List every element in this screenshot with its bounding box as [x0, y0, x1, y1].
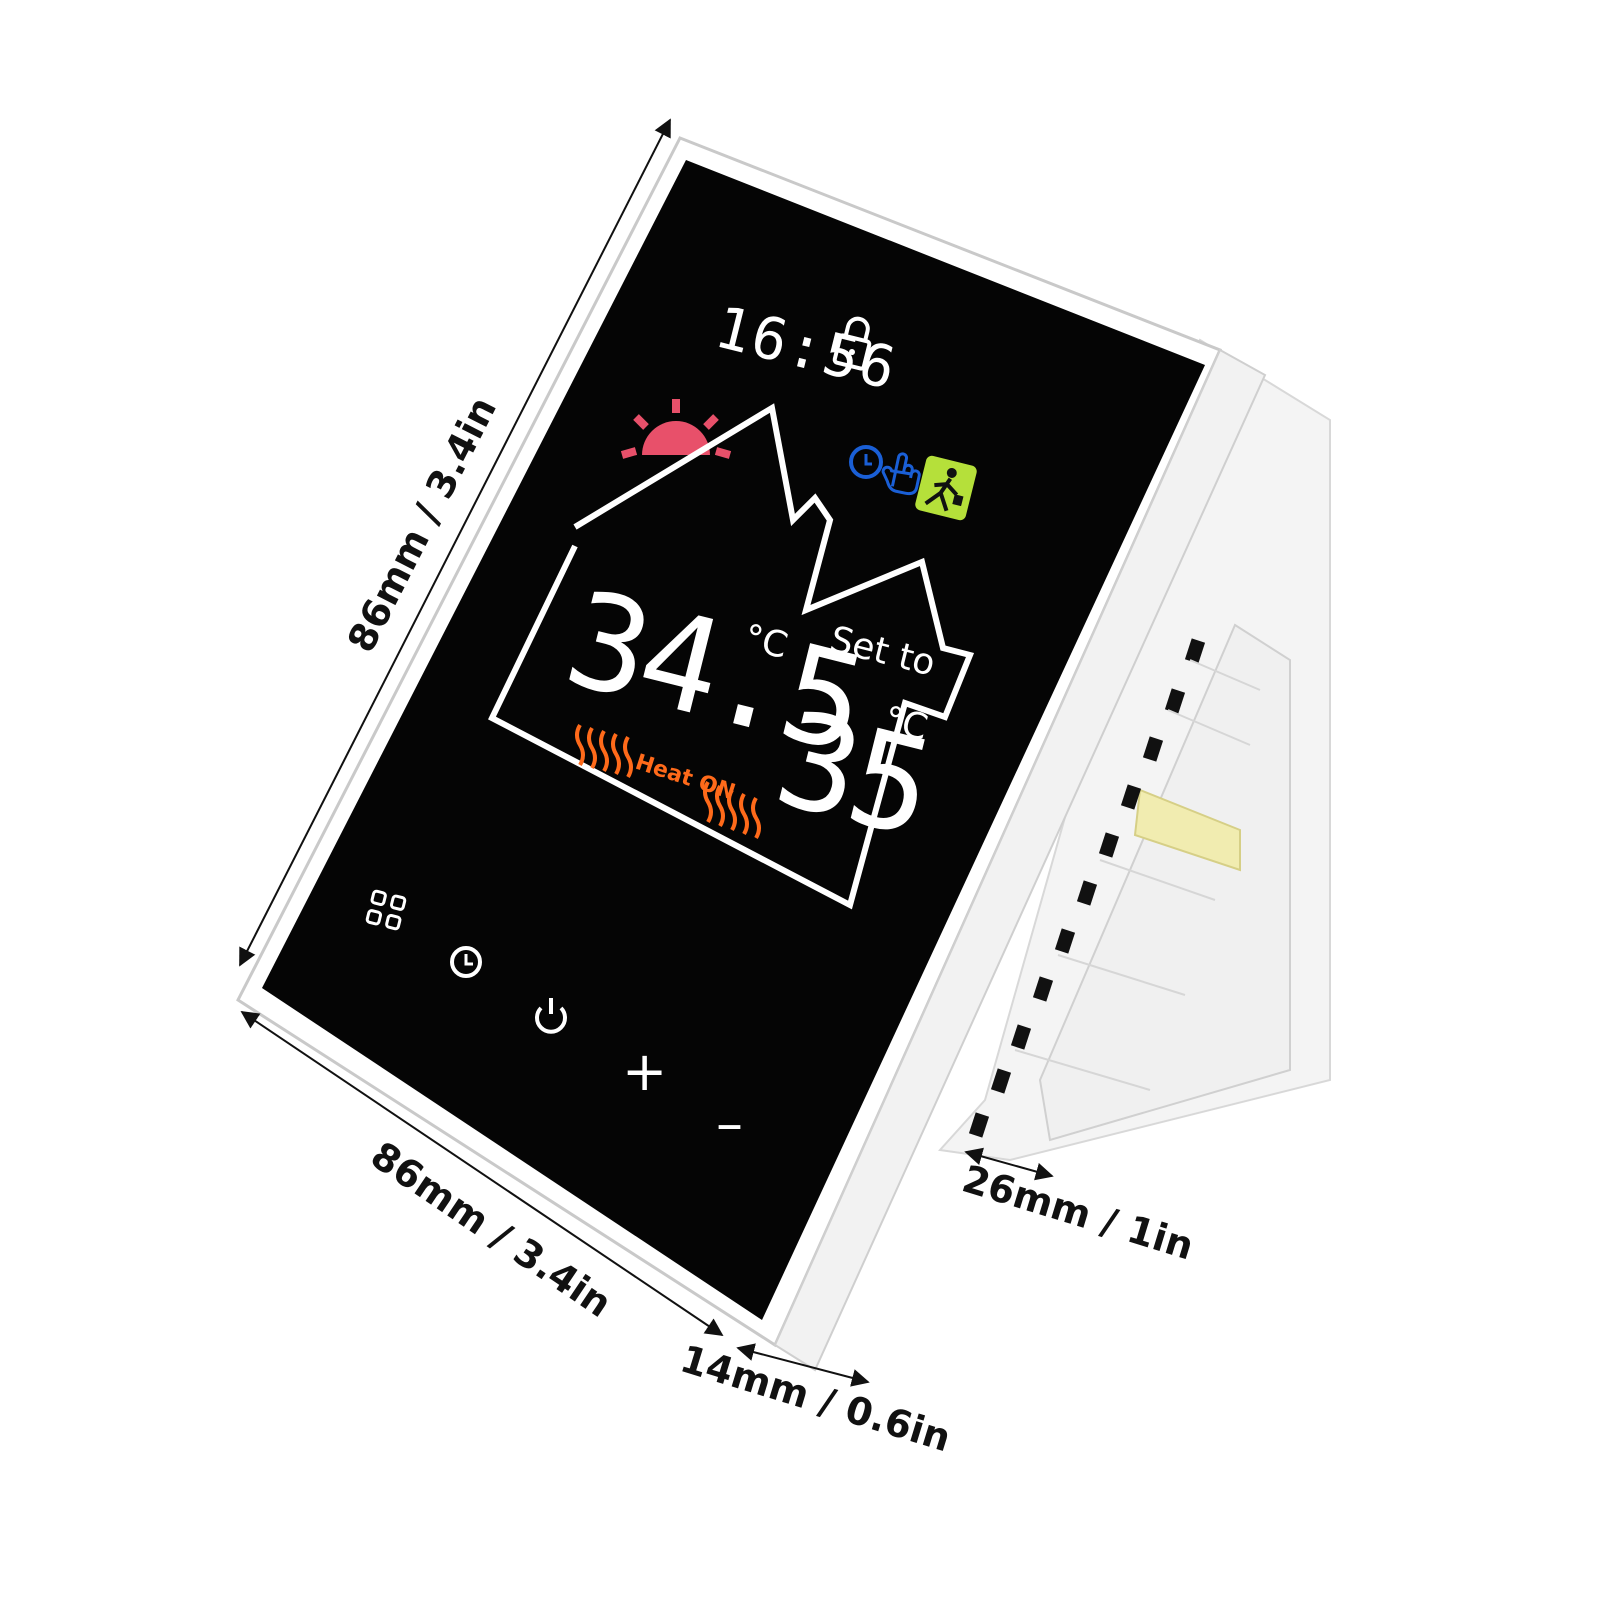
body-depth-dimension: 26mm / 1in — [957, 1147, 1199, 1269]
side-vents — [968, 638, 1206, 1138]
clock-icon — [849, 445, 883, 479]
walking-person-icon — [915, 455, 977, 521]
thermostat-body — [938, 338, 1331, 1162]
house-outline — [488, 403, 975, 910]
body-depth-label: 26mm / 1in — [957, 1157, 1198, 1269]
set-temperature-unit: °C — [880, 699, 932, 749]
current-temperature-unit: °C — [740, 617, 792, 667]
lock-icon — [832, 316, 872, 371]
set-temperature: 35 — [762, 682, 942, 867]
decrease-button[interactable]: – — [716, 1092, 743, 1155]
increase-button[interactable]: + — [622, 1040, 667, 1103]
hand-icon — [881, 452, 921, 496]
